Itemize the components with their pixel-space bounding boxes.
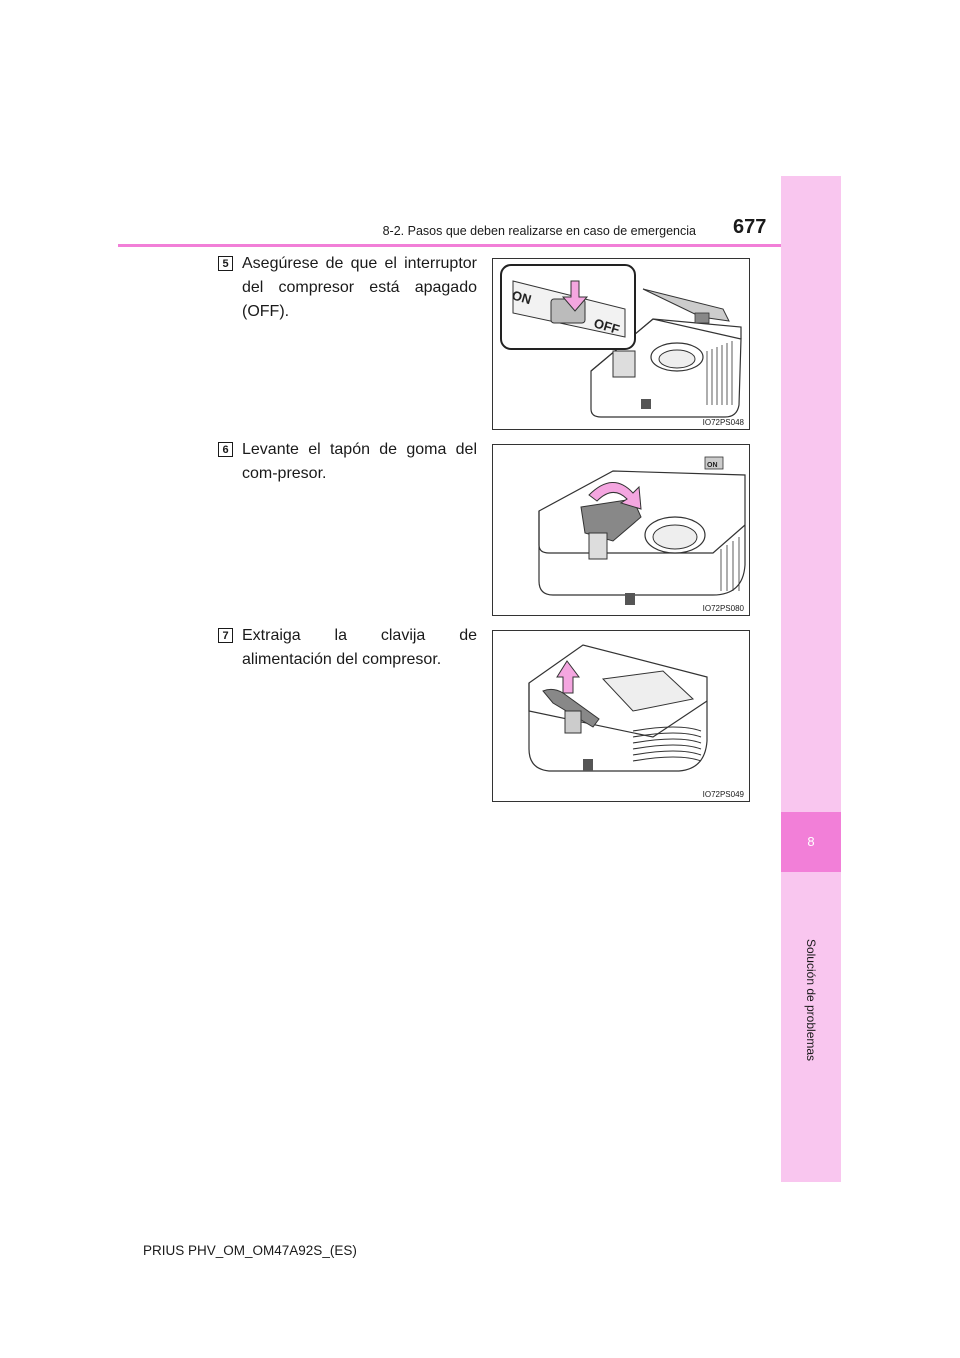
step-text-6: Levante el tapón de goma del com-presor. <box>242 441 477 482</box>
compressor-cap-illustration: ON <box>538 456 746 605</box>
chapter-number-badge: 8 <box>781 812 841 872</box>
page-number: 677 <box>733 216 767 238</box>
compressor-switch-illustration: ON OFF <box>500 264 742 418</box>
step-text-5: Asegúrese de que el interruptor del comp… <box>242 255 477 320</box>
figure-code: IO72PS080 <box>701 604 745 613</box>
off-label: OFF <box>592 315 621 337</box>
document-id: PRIUS PHV_OM_OM47A92S_(ES) <box>143 1243 357 1258</box>
up-arrow-icon <box>556 660 580 694</box>
section-title: 8-2. Pasos que deben realizarse en caso … <box>382 224 696 238</box>
down-arrow-icon <box>561 280 589 312</box>
figure-switch-off: ON OFF IO72PS048 <box>492 258 750 430</box>
lift-arrow-icon <box>588 482 642 510</box>
compressor-plug-illustration <box>528 644 708 772</box>
figure-power-plug: IO72PS049 <box>492 630 750 802</box>
on-label: ON <box>707 462 718 469</box>
step-number-7: 7 <box>218 628 233 643</box>
step-number-5: 5 <box>218 256 233 271</box>
figure-code: IO72PS048 <box>701 418 745 427</box>
header-divider <box>118 244 781 247</box>
figure-code: IO72PS049 <box>701 790 745 799</box>
on-label: ON <box>510 287 533 307</box>
step-number-6: 6 <box>218 442 233 457</box>
figure-rubber-cap: ON IO72PS080 <box>492 444 750 616</box>
chapter-title: Solución de problemas <box>804 938 818 1062</box>
chapter-side-tab <box>781 176 841 1182</box>
step-text-7: Extraiga la clavija de alimentación del … <box>242 627 477 668</box>
